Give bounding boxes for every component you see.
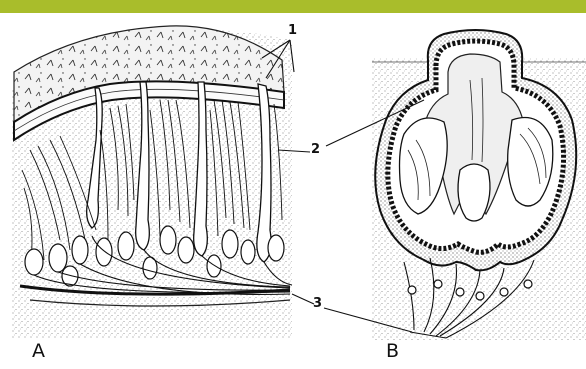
panel-label-b: B [386, 342, 399, 361]
pointer-label-1: 1 [288, 24, 297, 37]
panel-b-drawing [372, 30, 586, 340]
panel-a-drawing [12, 26, 292, 338]
pointer-label-3: 3 [313, 297, 322, 310]
pointer-label-2: 2 [311, 143, 320, 156]
panel-label-a: A [32, 342, 45, 361]
